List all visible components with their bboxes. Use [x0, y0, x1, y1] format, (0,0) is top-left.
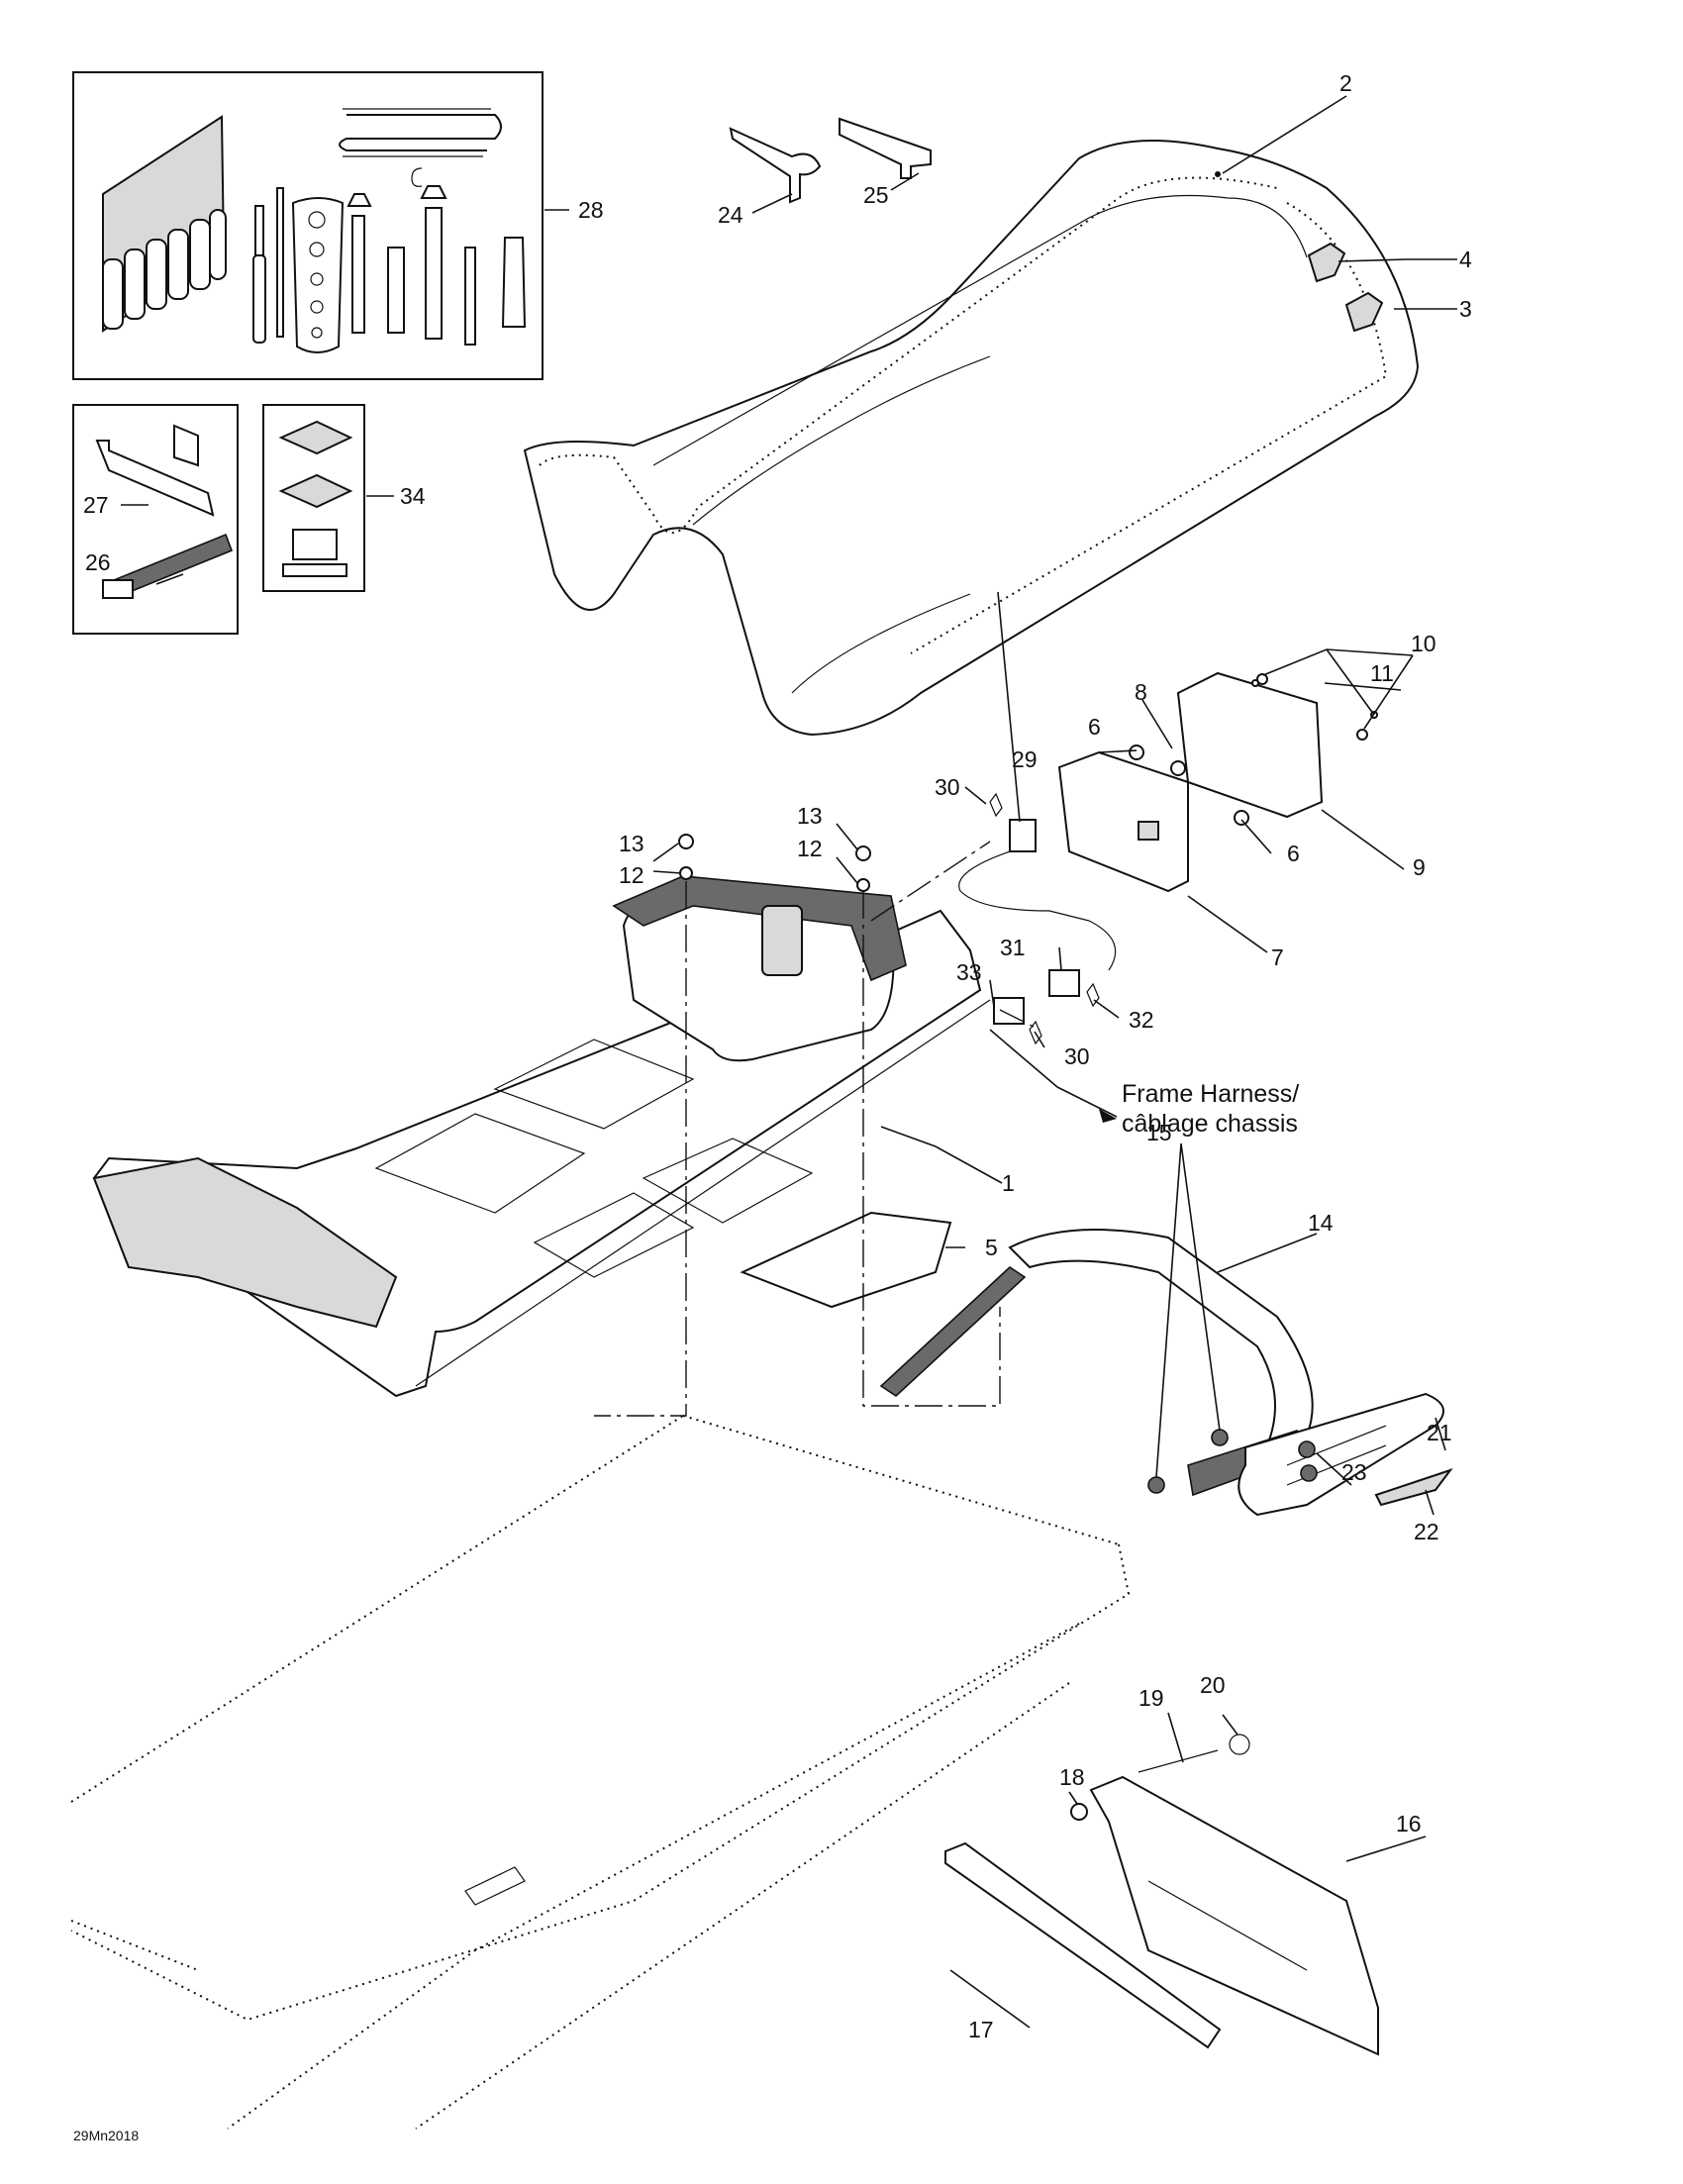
reflector-22 [1374, 1468, 1453, 1507]
nut-13a-icon [678, 834, 694, 849]
flap-support-17 [944, 1841, 1222, 2049]
callout-4: 4 [1459, 247, 1472, 272]
taillight-assembly [1057, 671, 1378, 893]
clip-20-icon [1229, 1734, 1250, 1755]
callout-30-lower: 30 [1064, 1043, 1090, 1069]
connector-29-icon [1009, 819, 1037, 852]
callout-6-lower: 6 [1287, 841, 1300, 866]
callout-25: 25 [863, 182, 889, 208]
hook-icon [411, 167, 423, 187]
callout-8: 8 [1135, 679, 1147, 705]
spanner-24-icon [729, 127, 822, 204]
tool-kit-inset [72, 71, 544, 380]
callout-24: 24 [718, 202, 743, 228]
callout-1: 1 [1002, 1170, 1015, 1196]
connector-31-icon [1048, 969, 1080, 997]
callout-34: 34 [400, 483, 426, 509]
socket-tool-icon [387, 247, 405, 334]
callout-22: 22 [1414, 1519, 1439, 1544]
frame-harness-note-line1: Frame Harness/ [1122, 1080, 1299, 1108]
open-end-wrench-icon [351, 215, 365, 334]
spark-plug-wrench-icon [291, 197, 345, 353]
callout-3: 3 [1459, 296, 1472, 322]
bolt-15b-icon [1147, 1476, 1165, 1494]
leader-lines [121, 95, 1457, 2029]
callout-labels: 1 2 3 4 5 6 6 7 8 9 10 11 12 12 13 13 14… [73, 70, 1472, 2143]
end-cap-21 [1238, 1392, 1444, 1517]
bracket-25-icon [839, 117, 932, 179]
callout-12-right: 12 [797, 836, 823, 861]
callout-30-upper: 30 [935, 774, 960, 800]
callout-13-left: 13 [619, 831, 644, 856]
socket-icon [501, 237, 527, 328]
latch-icon [292, 529, 338, 560]
screwdriver-icon [252, 254, 266, 344]
callout-29: 29 [1012, 746, 1038, 772]
callout-21: 21 [1427, 1420, 1452, 1445]
callout-15: 15 [1146, 1120, 1172, 1145]
bolt-15a-icon [1211, 1429, 1229, 1446]
callout-11: 11 [1370, 660, 1394, 686]
seat-emblem-3-icon [1344, 291, 1384, 333]
callout-12-left: 12 [619, 862, 644, 888]
callout-33: 33 [956, 959, 982, 985]
tool-pouch-icon [102, 209, 227, 330]
callout-16: 16 [1396, 1811, 1422, 1837]
frame-harness-note-line2: câblage chassis [1122, 1110, 1298, 1138]
callout-7: 7 [1271, 944, 1284, 970]
screw-23-icon [1298, 1440, 1316, 1458]
callout-18: 18 [1059, 1764, 1085, 1790]
seat-assembly [523, 140, 1420, 737]
gasket-icon [278, 420, 353, 455]
callout-19: 19 [1138, 1685, 1164, 1711]
rack-parts-inset [72, 404, 239, 635]
callout-31: 31 [1000, 935, 1026, 960]
snowflap-16 [1089, 1775, 1379, 2056]
bracket-27-icon [95, 440, 215, 517]
callout-23: 23 [1341, 1459, 1367, 1485]
callout-13-right: 13 [797, 803, 823, 829]
punch-icon [464, 247, 476, 346]
double-wrench-icon [425, 207, 443, 340]
callout-28: 28 [578, 197, 604, 223]
washer-12b-icon [856, 878, 870, 892]
callout-27: 27 [83, 492, 109, 518]
rivet-19 [1138, 1749, 1219, 1773]
tow-strap-icon [339, 114, 502, 151]
washer-18-icon [1070, 1803, 1088, 1821]
nut-13b-icon [855, 845, 871, 861]
callout-2: 2 [1339, 70, 1352, 96]
tunnel-chassis [70, 1415, 1131, 2130]
callout-14: 14 [1308, 1210, 1334, 1236]
taillight-base-7 [1057, 750, 1189, 893]
callout-5: 5 [985, 1235, 998, 1260]
callout-32: 32 [1129, 1007, 1154, 1033]
seal-kit-inset [262, 404, 365, 592]
callout-6-upper: 6 [1088, 714, 1101, 740]
callout-20: 20 [1200, 1672, 1226, 1698]
washer-12a-icon [679, 866, 693, 880]
callout-9: 9 [1413, 854, 1426, 880]
seat-emblem-4-icon [1307, 242, 1346, 283]
plate-icon [278, 473, 353, 509]
rear-bumper-parts [944, 1392, 1453, 2056]
cover-plate-5 [740, 1211, 952, 1309]
callout-17: 17 [968, 2017, 994, 2042]
callout-10: 10 [1411, 631, 1436, 656]
wiring-harness [958, 792, 1117, 1045]
rear-rack-tray [92, 875, 991, 1398]
taillight-lens-9 [1176, 671, 1324, 819]
drawing-code: 29Mn2018 [73, 2128, 139, 2143]
tray-recess-a [374, 1113, 586, 1214]
callout-26: 26 [85, 549, 111, 575]
